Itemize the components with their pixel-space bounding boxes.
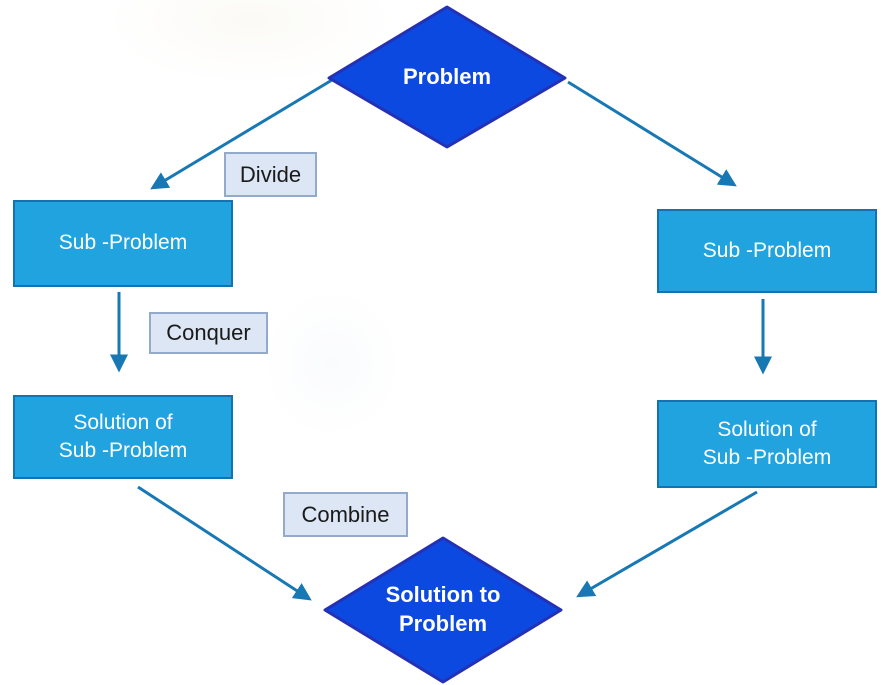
- solution-sub-right-line1: Solution of: [717, 417, 817, 441]
- problem-diamond: [327, 5, 567, 149]
- solution-diamond: [323, 536, 563, 684]
- arrow-divide-right: [567, 80, 737, 187]
- sub-problem-right-label: Sub -Problem: [702, 238, 832, 262]
- divide-label-text: Divide: [239, 161, 302, 187]
- sub-problem-left-node: Sub -Problem: [13, 200, 233, 287]
- solution-sub-left-node: Solution of Sub -Problem: [13, 395, 233, 479]
- arrow-combine-left: [137, 485, 312, 601]
- arrow-divide-left: [150, 78, 333, 190]
- solution-sub-left-line2: Sub -Problem: [58, 439, 188, 462]
- divide-label: Divide: [224, 152, 317, 197]
- sub-problem-right-node: Sub -Problem: [657, 209, 877, 293]
- combine-label-text: Combine: [301, 501, 390, 527]
- combine-label: Combine: [283, 492, 408, 537]
- solution-sub-right-node: Solution of Sub -Problem: [657, 400, 877, 488]
- sub-problem-left-label: Sub -Problem: [58, 231, 188, 255]
- conquer-label-text: Conquer: [166, 320, 251, 345]
- solution-sub-right-line2: Sub -Problem: [702, 446, 832, 469]
- solution-sub-left-line1: Solution of: [73, 410, 173, 434]
- arrow-combine-right: [576, 490, 758, 598]
- conquer-label: Conquer: [149, 312, 268, 354]
